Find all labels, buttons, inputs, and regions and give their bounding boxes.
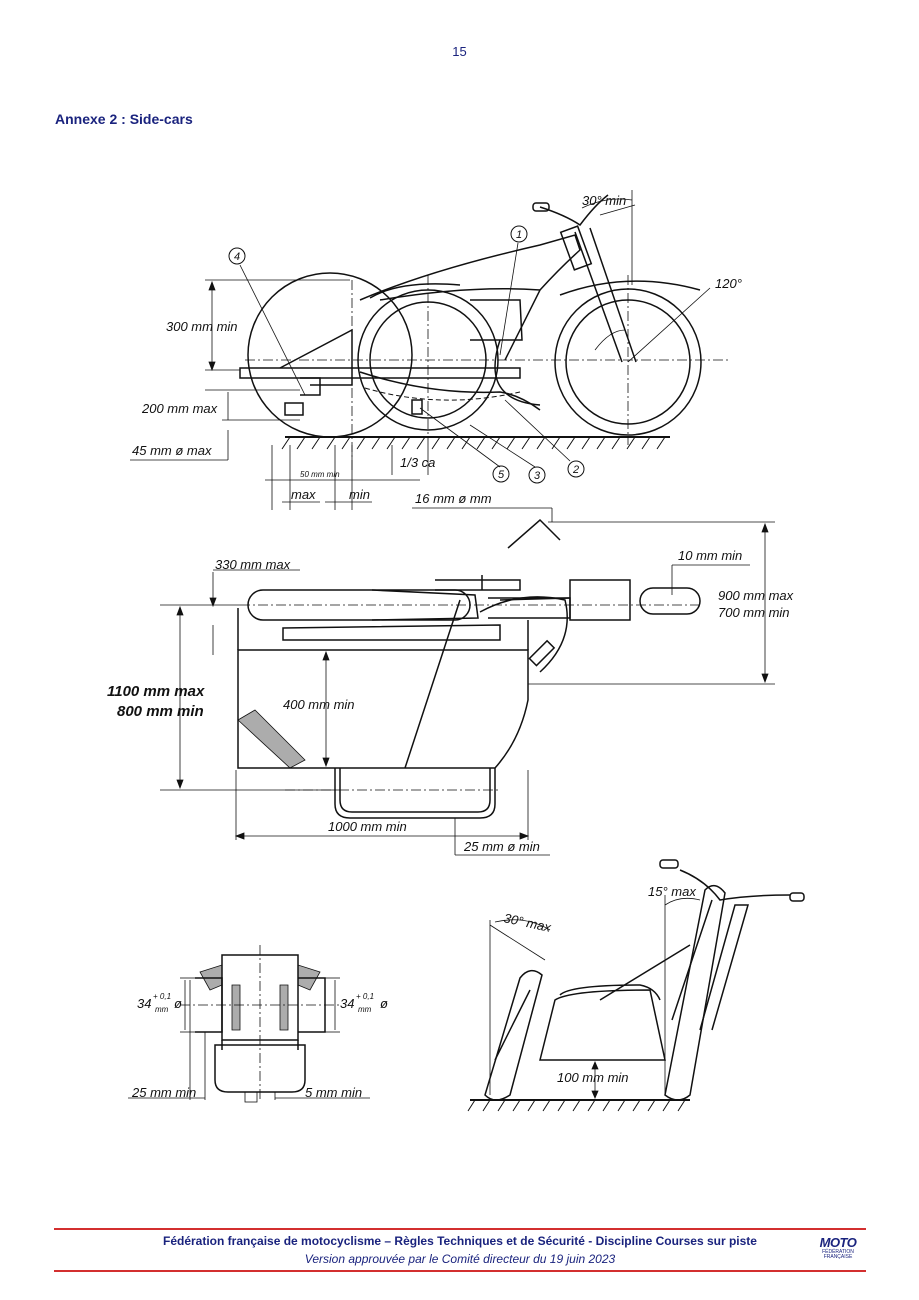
label-d-34-right: 34 bbox=[340, 996, 354, 1011]
logo-sub-line2: FRANÇAISE bbox=[823, 1254, 853, 1260]
label-l-25-min: 25 mm min bbox=[131, 1085, 196, 1100]
callout-1: 1 bbox=[516, 229, 522, 241]
section-title: Annexe 2 : Side-cars bbox=[55, 111, 193, 127]
callout-3: 3 bbox=[534, 470, 541, 482]
footer-bottom-rule bbox=[54, 1270, 866, 1272]
label-tol-unit-left: mm bbox=[155, 1005, 169, 1014]
label-d-50-min: 50 mm min bbox=[300, 470, 340, 479]
label-d-45-max: 45 mm ø max bbox=[132, 443, 212, 458]
callout-5: 5 bbox=[498, 469, 505, 481]
label-l-5-min: 5 mm min bbox=[305, 1085, 362, 1100]
label-min: min bbox=[349, 487, 370, 502]
label-max: max bbox=[291, 487, 316, 502]
page-number: 15 bbox=[452, 44, 467, 59]
label-phi-right: ø bbox=[380, 996, 388, 1011]
label-l-1000-min: 1000 mm min bbox=[328, 819, 407, 834]
label-w-10-min: 10 mm min bbox=[678, 548, 742, 563]
top-view-figure bbox=[160, 507, 775, 856]
label-w-800-min: 800 mm min bbox=[117, 703, 204, 720]
label-third-ca: 1/3 ca bbox=[400, 455, 435, 470]
label-d-25-min: 25 mm ø min bbox=[463, 839, 540, 854]
logo-word: MOTO bbox=[819, 1235, 857, 1250]
callout-4: 4 bbox=[234, 251, 240, 263]
label-angle-30-max: 30° max bbox=[502, 910, 552, 935]
label-angle-30-min: 30° min bbox=[582, 193, 626, 208]
logo-subtitle: FÉDÉRATION FRANÇAISE bbox=[816, 1250, 860, 1260]
logo-sub-line1: FÉDÉRATION bbox=[822, 1249, 854, 1255]
label-w-1100-max: 1100 mm max bbox=[107, 683, 205, 700]
ffm-logo: MOTO FÉDÉRATION FRANÇAISE bbox=[816, 1235, 860, 1265]
label-h-400-min: 400 mm min bbox=[283, 697, 355, 712]
label-angle-120: 120° bbox=[715, 276, 742, 291]
front-view-figure bbox=[467, 859, 805, 1112]
callout-2: 2 bbox=[572, 464, 579, 476]
label-tol-plus-left: + 0,1 bbox=[153, 992, 171, 1001]
label-d-16: 16 mm ø mm bbox=[415, 491, 492, 506]
footer-version: Version approuvée par le Comité directeu… bbox=[304, 1252, 616, 1266]
axle-detail-figure bbox=[128, 945, 370, 1103]
label-tol-unit-right: mm bbox=[358, 1005, 372, 1014]
label-h-100-min: 100 mm min bbox=[557, 1070, 629, 1085]
label-h-900-max: 900 mm max bbox=[718, 588, 794, 603]
label-phi-left: ø bbox=[174, 996, 182, 1011]
label-h-700-min: 700 mm min bbox=[718, 605, 790, 620]
label-d-34-left: 34 bbox=[137, 996, 151, 1011]
side-view-figure bbox=[130, 190, 730, 510]
label-h-200-max: 200 mm max bbox=[141, 401, 218, 416]
footer-top-rule bbox=[54, 1228, 866, 1230]
label-h-300-min: 300 mm min bbox=[166, 319, 238, 334]
label-w-330-max: 330 mm max bbox=[215, 557, 291, 572]
label-angle-15-max: 15° max bbox=[648, 884, 696, 899]
footer-title: Fédération française de motocyclisme – R… bbox=[163, 1234, 757, 1248]
label-tol-plus-right: + 0,1 bbox=[356, 992, 374, 1001]
